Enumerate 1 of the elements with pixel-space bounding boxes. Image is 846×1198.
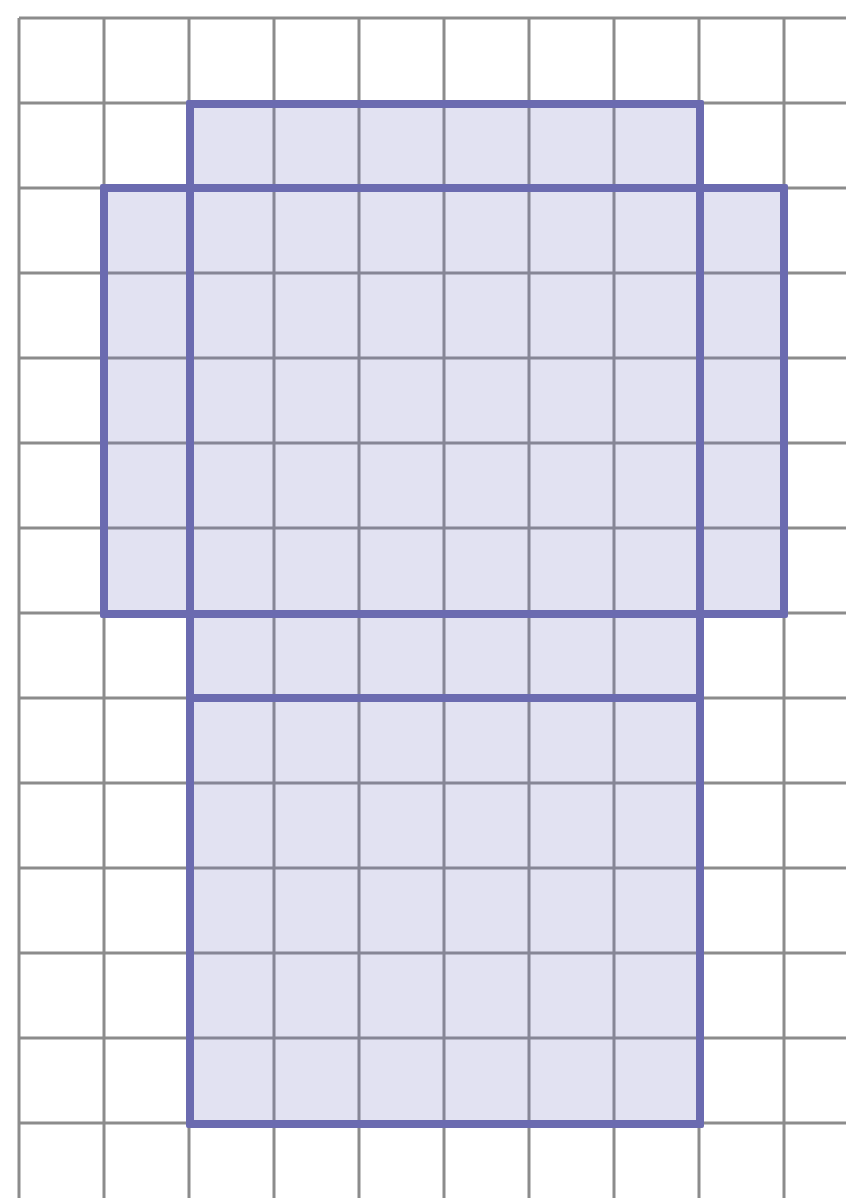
- net-face: [185, 694, 703, 1127]
